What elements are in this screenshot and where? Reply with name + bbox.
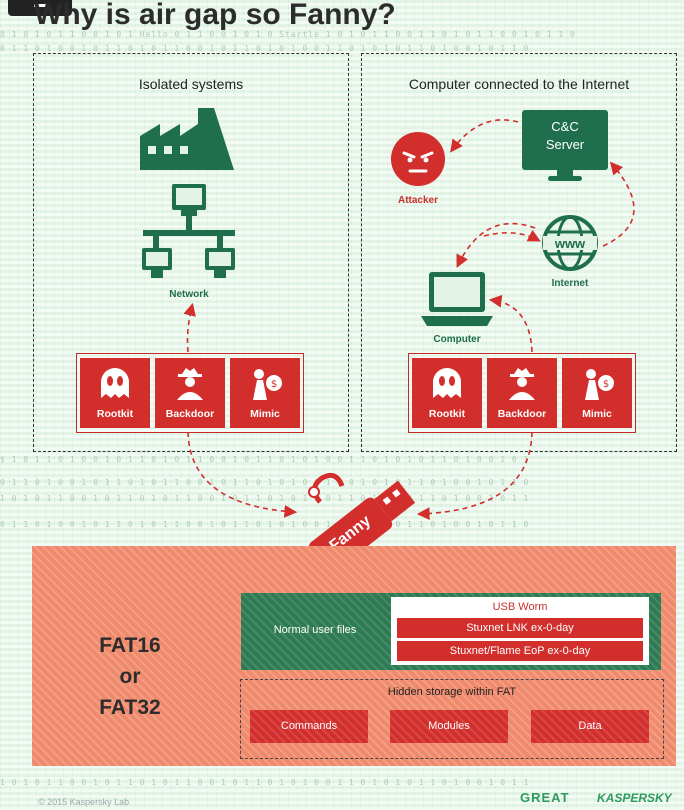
fat-name-line: or (119, 665, 141, 688)
network-label: Network (169, 289, 209, 300)
arrow-left-to-usb (187, 431, 298, 518)
malware-label: Mimic (582, 408, 612, 420)
mimic-tile: $ Mimic (230, 358, 300, 428)
worm-exploit: Stuxnet LNK ex-0-day (397, 618, 643, 638)
monitor-stand (557, 170, 573, 176)
malware-label: Backdoor (165, 408, 215, 420)
usb-worm-title: USB Worm (492, 601, 548, 613)
arrow-cc-to-attacker (450, 119, 519, 153)
page-title: Why is air gap so Fanny? (34, 0, 396, 31)
svg-text:$: $ (271, 379, 277, 390)
panel-title: Isolated systems (138, 76, 244, 92)
ghost-icon (433, 368, 461, 398)
menu-icon (34, 4, 48, 7)
connected-computer-panel: Computer connected to the Internet (361, 53, 677, 452)
internet-label: Internet (551, 278, 589, 289)
arrow-internet-to-cc (602, 161, 635, 247)
laptop-icon (421, 272, 493, 326)
cc-server-monitor: C&C Server (522, 110, 608, 170)
hidden-item-modules: Modules (390, 710, 508, 743)
malware-label: Mimic (250, 408, 280, 420)
rootkit-tile: Rootkit (412, 358, 482, 428)
great-logo: GREAT (520, 790, 570, 805)
cc-server-label: C&C Server (545, 119, 585, 152)
attacker-label: Attacker (397, 195, 439, 206)
computer-label: Computer (433, 334, 481, 345)
thief-money-icon: $ (585, 369, 614, 400)
kaspersky-logo: KASPERSKY (597, 791, 672, 805)
svg-text:$: $ (603, 379, 609, 390)
left-malware-row: Rootkit Backdoor $ Mimic (76, 353, 304, 433)
hidden-item-data: Data (531, 710, 649, 743)
fat-name-line: FAT16 (99, 634, 161, 657)
globe-icon: www (542, 215, 598, 271)
normal-files-label: Normal user files (273, 624, 357, 636)
hidden-storage-box: Hidden storage within FAT Commands Modul… (240, 679, 664, 759)
hidden-item-commands: Commands (250, 710, 368, 743)
hidden-storage-title: Hidden storage within FAT (387, 686, 517, 698)
thief-money-icon: $ (253, 369, 282, 400)
backdoor-tile: Backdoor (487, 358, 557, 428)
arrow-computer-internet (483, 229, 541, 242)
arrow-internet-computer (456, 222, 536, 268)
ghost-icon (101, 368, 129, 398)
fat-name-line: FAT32 (99, 696, 161, 719)
network-icon (142, 184, 235, 278)
malware-label: Rootkit (96, 408, 134, 420)
right-malware-row: Rootkit Backdoor $ Mimic (408, 353, 636, 433)
arrow-mal-to-network (183, 302, 196, 353)
factory-icon (140, 108, 234, 170)
spy-icon (509, 368, 535, 400)
spy-icon (177, 368, 203, 400)
backdoor-tile: Backdoor (155, 358, 225, 428)
rootkit-tile: Rootkit (80, 358, 150, 428)
monitor-base (548, 176, 582, 181)
malware-label: Rootkit (428, 408, 466, 420)
panel-title: Computer connected to the Internet (408, 76, 630, 92)
arrow-mal-to-computer (488, 294, 533, 353)
mimic-tile: $ Mimic (562, 358, 632, 428)
svg-text:www: www (554, 236, 586, 251)
arrow-right-to-usb (416, 431, 533, 521)
worm-exploit: Stuxnet/Flame EoP ex-0-day (397, 641, 643, 661)
usb-worm-box: USB Worm Stuxnet LNK ex-0-day Stuxnet/Fl… (391, 597, 649, 665)
copyright: © 2015 Kaspersky Lab (38, 797, 130, 807)
menu-button[interactable] (8, 0, 72, 16)
malware-label: Backdoor (497, 408, 547, 420)
attacker-icon (391, 132, 445, 186)
